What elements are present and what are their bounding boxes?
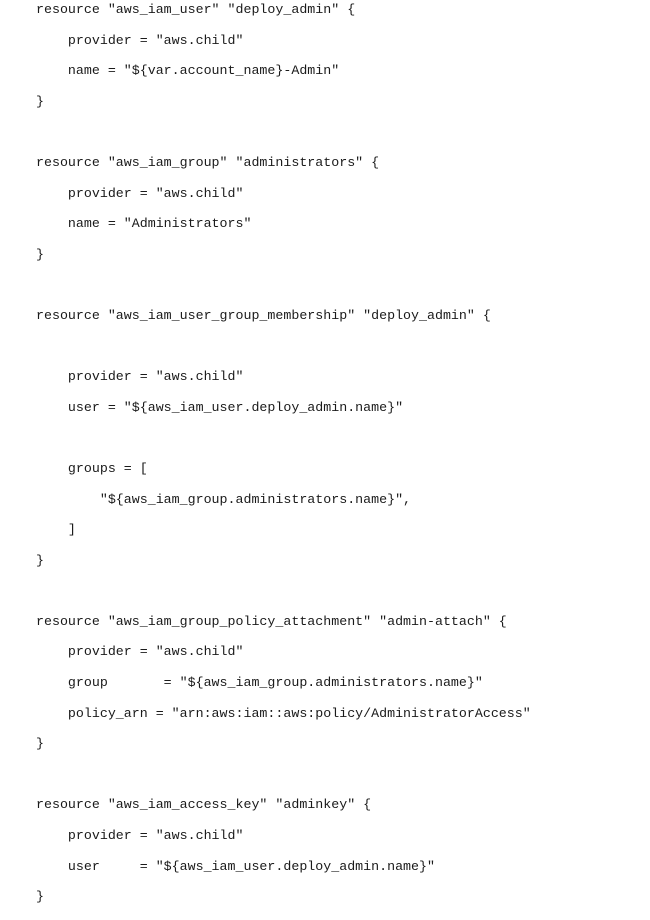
code-line: resource "aws_iam_user" "deploy_admin" { [36, 2, 356, 17]
code-line: ] [36, 522, 76, 538]
code-line [36, 430, 531, 445]
code-line: "${aws_iam_group.administrators.name}", [36, 491, 412, 507]
code-line: groups = [ [36, 460, 148, 476]
code-line: } [36, 889, 44, 905]
code-line [36, 339, 531, 354]
code-line: user = "${aws_iam_user.deploy_admin.name… [36, 399, 404, 415]
code-line: provider = "aws.child" [36, 644, 244, 660]
code-line: } [36, 552, 44, 568]
code-line: user = "${aws_iam_user.deploy_admin.name… [36, 858, 435, 874]
code-line: name = "${var.account_name}-Admin" [36, 63, 340, 79]
code-line: name = "Administrators" [36, 216, 252, 232]
code-line [36, 583, 531, 598]
code-line [36, 767, 531, 782]
code-line: provider = "aws.child" [36, 32, 244, 48]
code-line: } [36, 246, 44, 262]
code-line: resource "aws_iam_access_key" "adminkey"… [36, 797, 372, 813]
code-line: provider = "aws.child" [36, 185, 244, 201]
code-line [36, 124, 531, 139]
code-line: group = "${aws_iam_group.administrators.… [36, 675, 483, 691]
code-line [36, 277, 531, 292]
code-line: provider = "aws.child" [36, 369, 244, 385]
code-line: } [36, 736, 44, 752]
code-line: resource "aws_iam_group" "administrators… [36, 154, 380, 170]
code-block: resource "aws_iam_user" "deploy_admin" {… [36, 2, 531, 920]
code-line: resource "aws_iam_group_policy_attachmen… [36, 613, 507, 629]
code-line: provider = "aws.child" [36, 828, 244, 844]
code-line: } [36, 93, 44, 109]
code-line: policy_arn = "arn:aws:iam::aws:policy/Ad… [36, 705, 531, 721]
code-line: resource "aws_iam_user_group_membership"… [36, 307, 491, 323]
